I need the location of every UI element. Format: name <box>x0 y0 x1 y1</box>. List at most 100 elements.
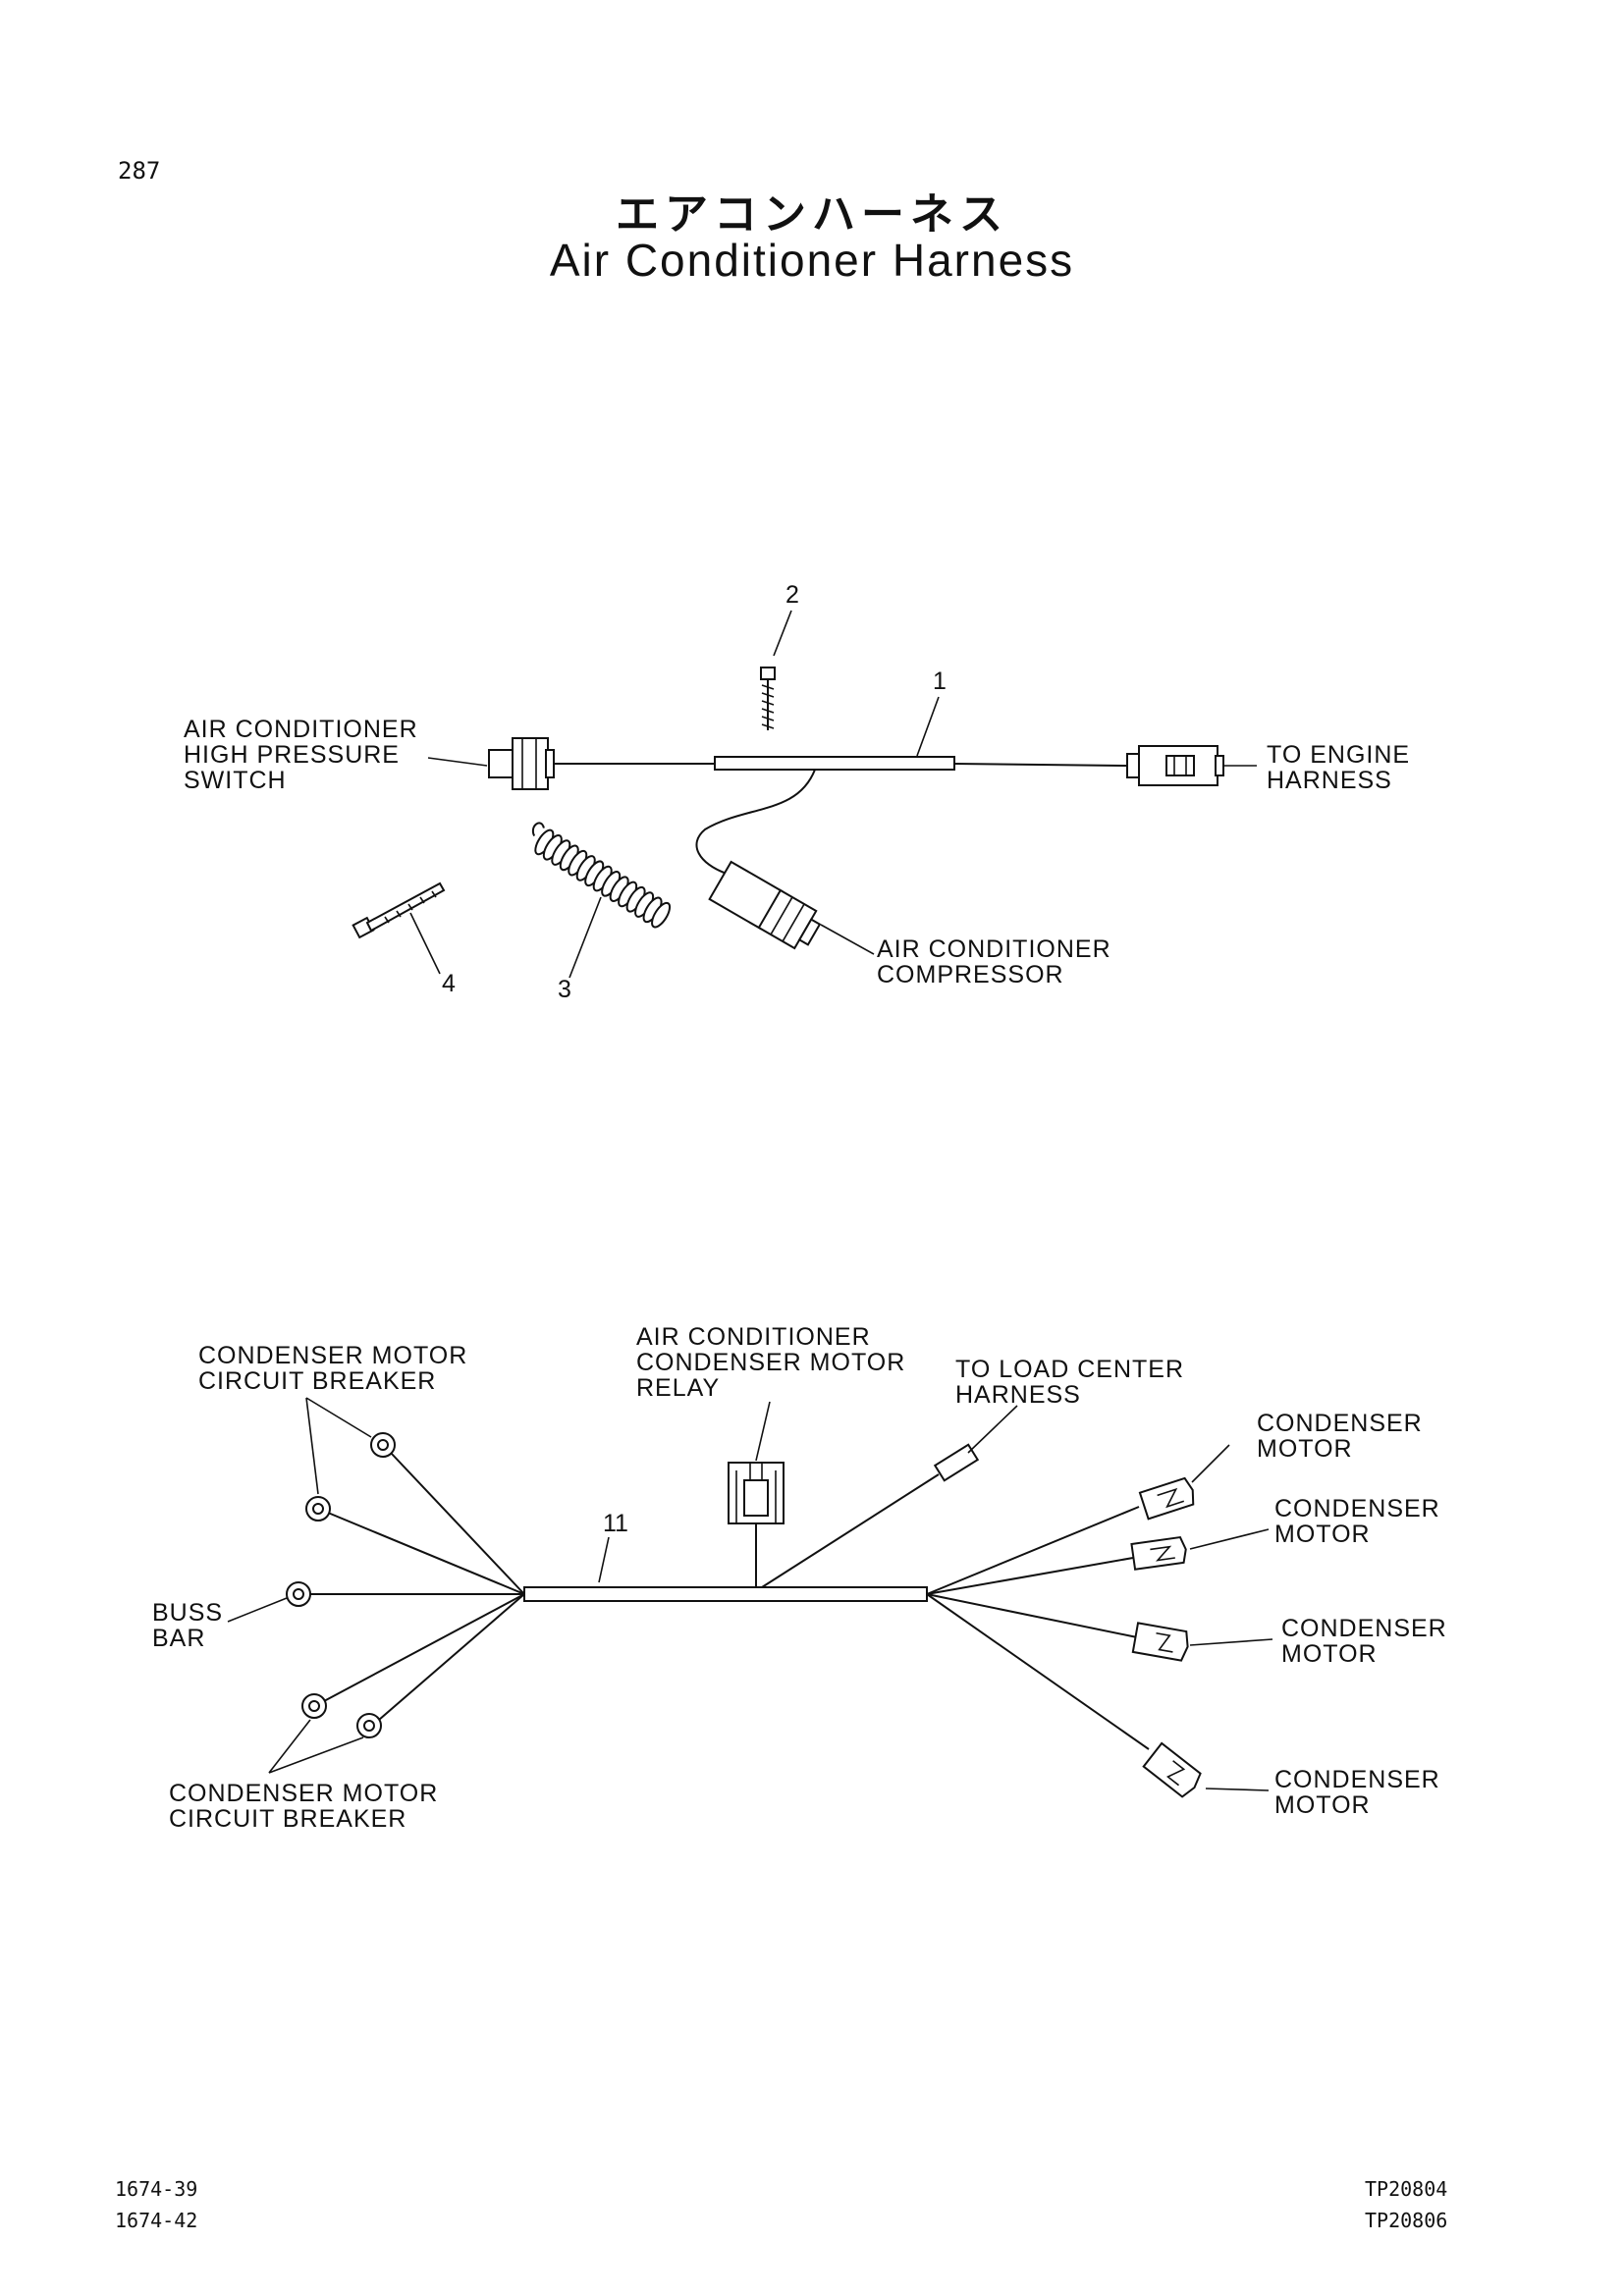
footer-right-refs: TP20804 TP20806 <box>1365 2173 1447 2236</box>
svg-text:CIRCUIT BREAKER: CIRCUIT BREAKER <box>169 1805 406 1833</box>
condenser-motor-connector-3 <box>1131 1622 1189 1662</box>
leader-part-1 <box>916 696 940 757</box>
svg-text:COMPRESSOR: COMPRESSOR <box>877 961 1064 988</box>
callout-3: 3 <box>558 976 571 1003</box>
svg-text:AIR CONDITIONER: AIR CONDITIONER <box>184 716 418 743</box>
svg-text:SWITCH: SWITCH <box>184 767 287 794</box>
leader-breaker-top-a <box>305 1397 319 1495</box>
label-compressor: AIR CONDITIONER COMPRESSOR <box>877 935 1111 988</box>
leader-compressor <box>820 924 875 955</box>
label-motor-4: CONDENSER MOTOR <box>1274 1766 1440 1819</box>
condenser-motor-connector-1 <box>1138 1476 1195 1521</box>
label-pressure-switch: AIR CONDITIONER HIGH PRESSURE SWITCH <box>184 716 418 794</box>
label-engine-harness: TO ENGINE HARNESS <box>1267 741 1410 794</box>
leader-part-2 <box>773 610 792 657</box>
pressure-switch-connector <box>488 737 555 790</box>
svg-text:RELAY: RELAY <box>636 1374 720 1402</box>
condenser-motor-connector-4 <box>1142 1741 1202 1798</box>
wire-to-compressor <box>695 769 816 875</box>
svg-text:HARNESS: HARNESS <box>1267 767 1392 794</box>
wire-breaker-bottom-1 <box>323 1593 525 1702</box>
callout-1: 1 <box>933 667 947 695</box>
wire-motor-2 <box>926 1557 1134 1595</box>
load-center-connector <box>933 1443 980 1482</box>
label-breaker-bottom: CONDENSER MOTOR CIRCUIT BREAKER <box>169 1780 438 1833</box>
harness-trunk-part-11 <box>523 1586 928 1602</box>
footer-code-2: TP20806 <box>1365 2209 1448 2232</box>
svg-text:TO LOAD CENTER: TO LOAD CENTER <box>955 1356 1184 1383</box>
svg-text:CONDENSER MOTOR: CONDENSER MOTOR <box>198 1342 467 1369</box>
svg-text:CONDENSER MOTOR: CONDENSER MOTOR <box>636 1349 905 1376</box>
ring-terminal-1 <box>370 1432 396 1458</box>
svg-text:CONDENSER: CONDENSER <box>1281 1615 1447 1642</box>
leader-motor-3 <box>1189 1638 1273 1646</box>
leader-part-4 <box>409 912 441 975</box>
svg-text:BAR: BAR <box>152 1625 205 1652</box>
svg-text:MOTOR: MOTOR <box>1257 1435 1353 1463</box>
label-motor-3: CONDENSER MOTOR <box>1281 1615 1447 1668</box>
compressor-connector <box>708 860 822 950</box>
svg-text:CONDENSER MOTOR: CONDENSER MOTOR <box>169 1780 438 1807</box>
cable-tie-part-4 <box>352 881 446 939</box>
svg-text:CONDENSER: CONDENSER <box>1274 1766 1440 1793</box>
leader-part-11 <box>598 1536 610 1583</box>
wire-motor-3 <box>926 1593 1138 1638</box>
callout-4: 4 <box>442 970 456 997</box>
lower-harness-assembly: 11 CONDENSER MOTOR CIRCUIT BREAKER BUSS … <box>152 1323 1447 1833</box>
svg-text:CONDENSER: CONDENSER <box>1257 1410 1423 1437</box>
wire-breaker-top-2 <box>327 1512 525 1595</box>
footer-code-1: TP20804 <box>1365 2177 1448 2201</box>
title-japanese: エアコンハーネス <box>616 189 1008 240</box>
harness-sleeve-part-1 <box>714 756 955 771</box>
leader-load-center <box>967 1405 1018 1454</box>
svg-text:CIRCUIT BREAKER: CIRCUIT BREAKER <box>198 1367 436 1395</box>
ring-terminal-4 <box>301 1693 327 1719</box>
svg-text:AIR CONDITIONER: AIR CONDITIONER <box>877 935 1111 963</box>
svg-text:MOTOR: MOTOR <box>1274 1521 1371 1548</box>
leader-breaker-top-b <box>305 1397 372 1438</box>
label-relay: AIR CONDITIONER CONDENSER MOTOR RELAY <box>636 1323 905 1402</box>
svg-text:HIGH PRESSURE: HIGH PRESSURE <box>184 741 400 769</box>
leader-buss-bar <box>227 1597 288 1623</box>
engine-harness-connector <box>1126 745 1224 786</box>
label-load-center: TO LOAD CENTER HARNESS <box>955 1356 1184 1409</box>
svg-text:HARNESS: HARNESS <box>955 1381 1081 1409</box>
wire-to-engine <box>953 763 1128 767</box>
coil-tube-part-3 <box>531 822 672 929</box>
leader-motor-2 <box>1189 1528 1270 1550</box>
footer-left-refs: 1674-39 1674-42 <box>115 2173 197 2236</box>
ring-terminal-5 <box>356 1713 382 1738</box>
callout-11: 11 <box>603 1510 628 1537</box>
svg-text:MOTOR: MOTOR <box>1281 1640 1378 1668</box>
wire-breaker-bottom-2 <box>378 1593 525 1721</box>
ring-terminal-2 <box>305 1496 331 1522</box>
footer-ref-1: 1674-39 <box>115 2177 198 2201</box>
title-english: Air Conditioner Harness <box>549 235 1075 286</box>
leader-part-3 <box>568 896 602 979</box>
leader-breaker-bottom-b <box>268 1736 364 1774</box>
wire-breaker-top-1 <box>390 1452 525 1595</box>
label-motor-2: CONDENSER MOTOR <box>1274 1495 1440 1548</box>
svg-text:MOTOR: MOTOR <box>1274 1791 1371 1819</box>
svg-text:AIR CONDITIONER: AIR CONDITIONER <box>636 1323 871 1351</box>
wire-motor-1 <box>926 1506 1140 1595</box>
leader-breaker-bottom-a <box>268 1719 311 1774</box>
screw-part-2 <box>760 667 776 730</box>
label-buss-bar: BUSS BAR <box>152 1599 223 1652</box>
svg-text:TO ENGINE: TO ENGINE <box>1267 741 1410 769</box>
svg-text:BUSS: BUSS <box>152 1599 223 1627</box>
leader-relay <box>755 1401 771 1462</box>
footer-ref-2: 1674-42 <box>115 2209 198 2232</box>
leader-pressure-switch <box>427 757 488 767</box>
upper-harness-assembly: 2 1 3 4 AIR CONDITIONER HIGH PRESSURE SW… <box>184 581 1410 1003</box>
label-motor-1: CONDENSER MOTOR <box>1257 1410 1423 1463</box>
callout-2: 2 <box>785 581 799 609</box>
leader-motor-1 <box>1191 1444 1230 1483</box>
label-breaker-top: CONDENSER MOTOR CIRCUIT BREAKER <box>198 1342 467 1395</box>
relay-connector <box>728 1462 785 1524</box>
ring-terminal-3 <box>286 1581 311 1607</box>
svg-text:CONDENSER: CONDENSER <box>1274 1495 1440 1522</box>
wire-load-center <box>761 1473 940 1588</box>
page-number: 287 <box>118 157 161 185</box>
